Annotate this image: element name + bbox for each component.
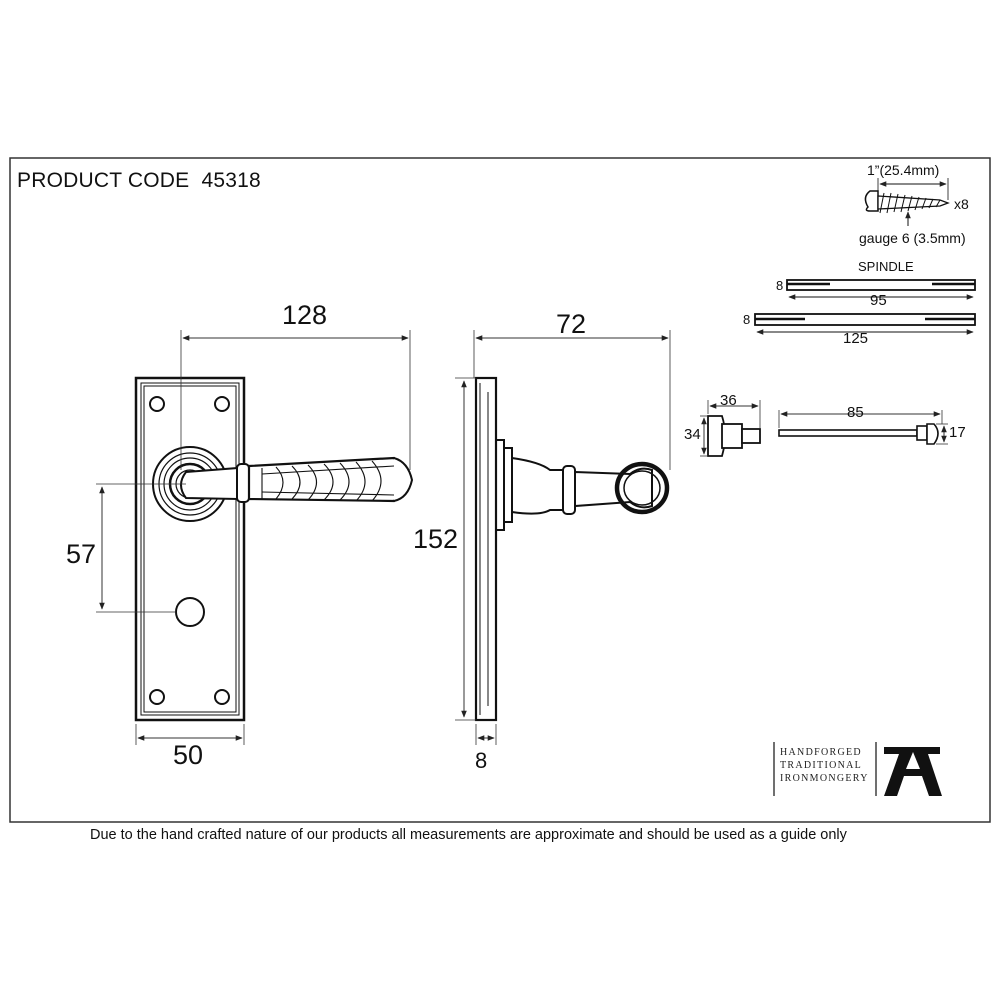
spindle-long	[754, 313, 976, 335]
turn-height: 34	[684, 426, 701, 443]
release-length: 85	[847, 404, 864, 421]
turn-dimensions	[700, 400, 761, 457]
turn-hole	[175, 597, 205, 627]
spindle-long-length: 125	[843, 330, 869, 347]
dimension-lines-side	[455, 330, 671, 745]
screw-length: 1”(25.4mm)	[867, 162, 940, 178]
spindle-title: SPINDLE	[858, 259, 914, 274]
anvil-logo	[773, 742, 942, 796]
dimension-projection: 72	[556, 309, 587, 339]
product-code: 45318	[201, 169, 261, 192]
backplate-front-view	[134, 376, 246, 722]
dimension-offset: 57	[66, 539, 97, 569]
product-code-label: PRODUCT CODE 45318	[17, 169, 261, 192]
spindle-long-size: 8	[743, 312, 751, 327]
screw-hole	[149, 689, 165, 705]
dimension-plate-depth: 8	[475, 748, 488, 773]
dimension-lines-front	[96, 330, 411, 745]
screw-hole	[214, 689, 230, 705]
screw-drawing	[864, 178, 950, 226]
release-dimensions	[778, 410, 948, 445]
dimension-plate-height: 152	[413, 524, 459, 554]
turn-width: 36	[720, 392, 737, 409]
lever-handle-front	[180, 456, 414, 503]
spindle-short-length: 95	[870, 292, 887, 309]
release-height: 17	[949, 424, 966, 441]
backplate-side-view	[474, 376, 513, 722]
dimension-plate-width: 50	[173, 740, 204, 770]
turn-component	[707, 415, 761, 457]
screw-hole	[214, 396, 230, 412]
screw-quantity: x8	[954, 196, 969, 212]
spindle-short	[786, 279, 976, 300]
screw-gauge: gauge 6 (3.5mm)	[859, 230, 966, 246]
release-component	[778, 423, 939, 445]
lever-handle-side	[511, 456, 670, 515]
spindle-short-size: 8	[776, 278, 784, 293]
logo-text: HANDFORGED TRADITIONAL IRONMONGERY	[780, 747, 869, 784]
drawing-frame	[9, 157, 991, 823]
dimension-handle-length: 128	[282, 300, 328, 330]
disclaimer: Due to the hand crafted nature of our pr…	[90, 827, 847, 843]
screw-hole	[149, 396, 165, 412]
